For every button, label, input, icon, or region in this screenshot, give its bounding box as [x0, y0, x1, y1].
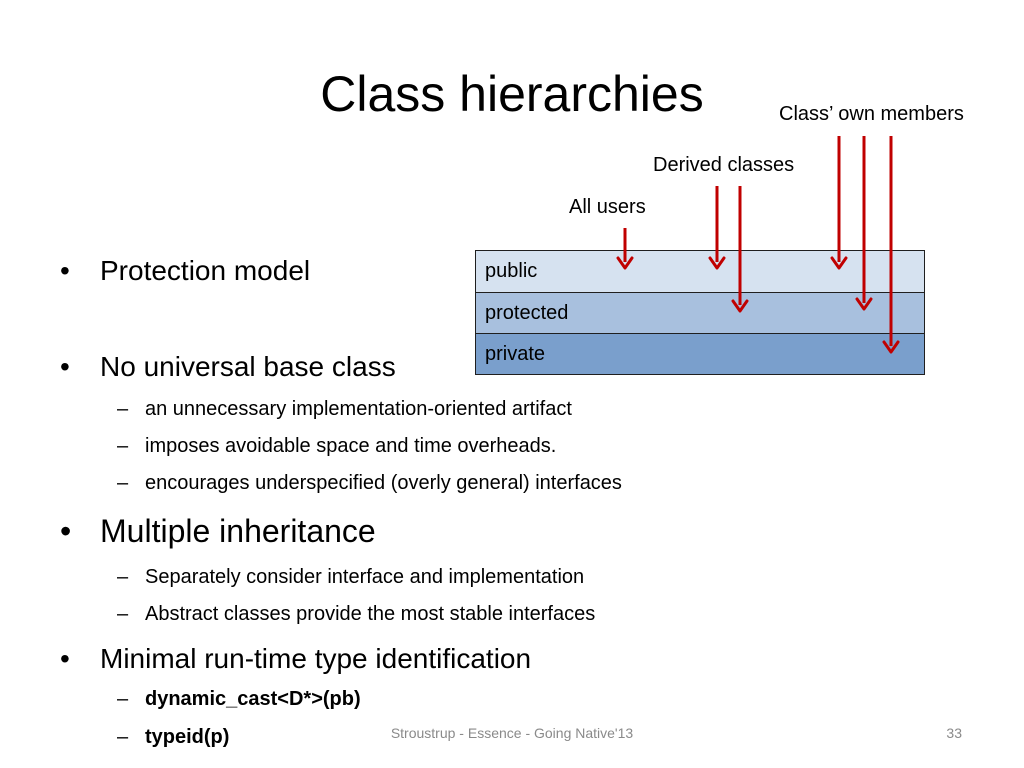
bullet-dot: • — [60, 255, 70, 286]
sub-bullet-text: imposes avoidable space and time overhea… — [145, 435, 557, 457]
bullet-dot: • — [60, 643, 70, 674]
table-row-private: private — [476, 333, 924, 374]
callout-own-members: Class’ own members — [779, 103, 964, 125]
callout-derived-classes: Derived classes — [653, 154, 795, 176]
sub-bullet-code: typeid(p) — [145, 726, 230, 748]
bullet-text: Protection model — [100, 255, 311, 286]
table-row-public: public — [476, 251, 924, 292]
dash-marker: – — [117, 688, 129, 710]
sub-bullet-text: an unnecessary implementation-oriented a… — [145, 398, 572, 420]
dash-marker: – — [117, 566, 129, 588]
sub-bullet-text: Abstract classes provide the most stable… — [145, 603, 596, 625]
footer-text: Stroustrup - Essence - Going Native'13 — [390, 725, 634, 741]
bullet-text: Multiple inheritance — [100, 513, 376, 549]
access-table: public protected private — [475, 250, 925, 375]
bullet-dot: • — [60, 513, 72, 549]
dash-marker: – — [117, 726, 129, 748]
bullet-text: Minimal run-time type identification — [100, 643, 532, 674]
dash-marker: – — [117, 472, 129, 494]
page-number: 33 — [946, 725, 962, 741]
bullet-text: No universal base class — [100, 351, 396, 382]
dash-marker: – — [117, 603, 129, 625]
slide-title: Class hierarchies — [320, 66, 704, 122]
dash-marker: – — [117, 398, 129, 420]
sub-bullet-code: dynamic_cast<D*>(pb) — [145, 688, 361, 710]
callout-all-users: All users — [569, 196, 646, 218]
table-row-protected: protected — [476, 292, 924, 333]
bullet-dot: • — [60, 351, 70, 382]
sub-bullet-text: encourages underspecified (overly genera… — [145, 472, 622, 494]
sub-bullet-text: Separately consider interface and implem… — [145, 566, 585, 588]
dash-marker: – — [117, 435, 129, 457]
